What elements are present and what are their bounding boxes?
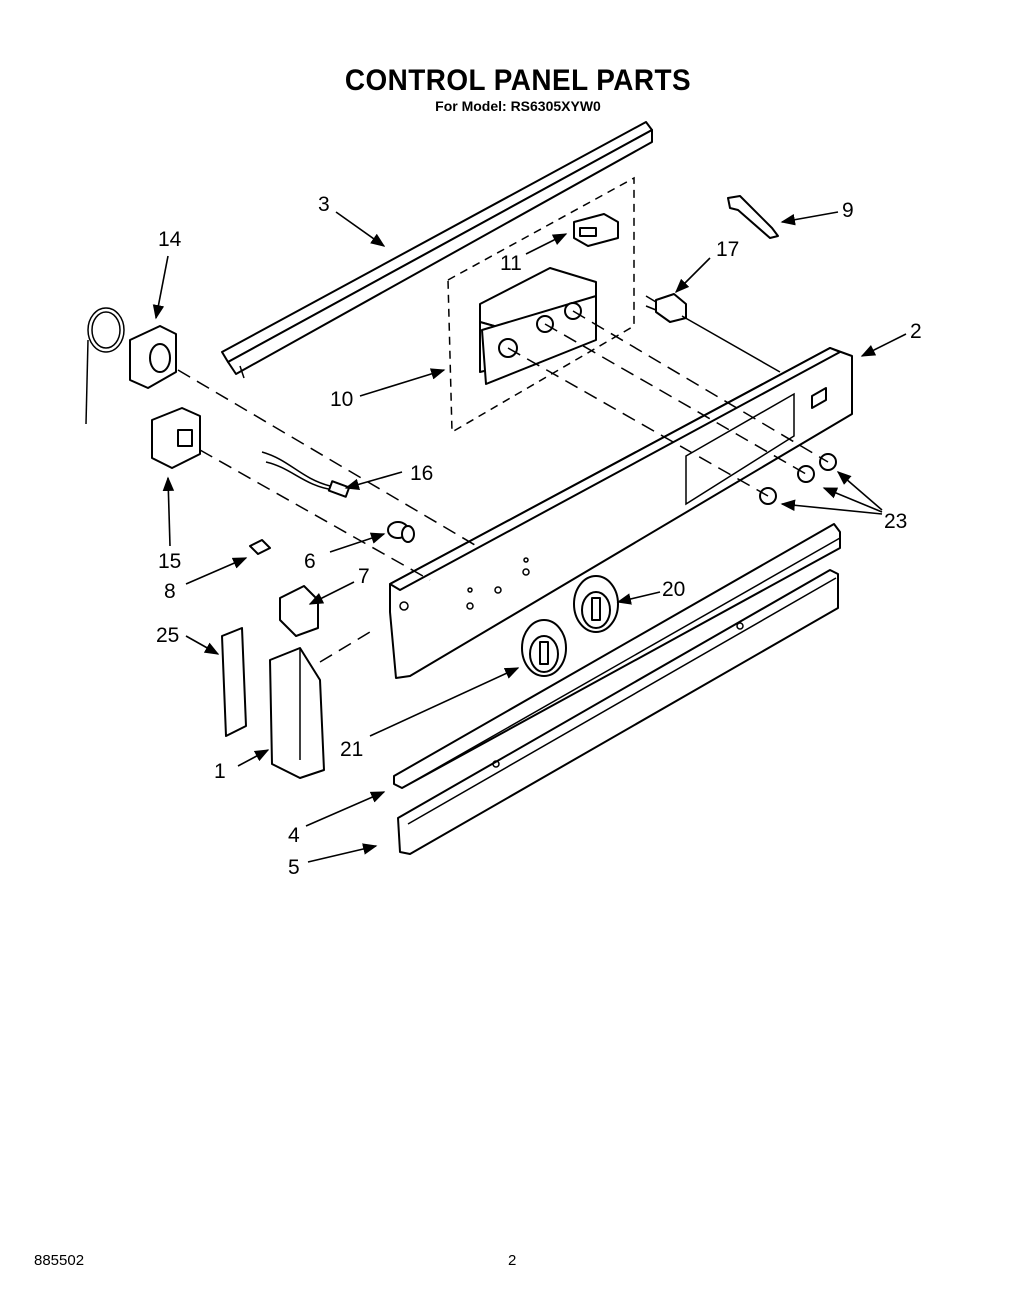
callout-6: 6 <box>304 550 316 573</box>
part-5-trim <box>397 569 839 855</box>
callout-7: 7 <box>358 565 370 588</box>
callout-5: 5 <box>288 856 300 879</box>
callout-25: 25 <box>156 624 179 647</box>
callout-14: 14 <box>158 228 182 251</box>
callout-9: 9 <box>842 199 854 222</box>
callout-8: 8 <box>164 580 176 603</box>
part-23-nuts <box>759 453 837 505</box>
part-11-switch <box>573 213 619 247</box>
callout-20: 20 <box>662 578 685 601</box>
alignment-lines <box>177 310 829 663</box>
part-10-assembly-outline <box>447 176 635 434</box>
callout-10: 10 <box>330 388 353 411</box>
page-title: CONTROL PANEL PARTS <box>344 64 692 97</box>
callout-21: 21 <box>340 738 363 761</box>
part-17-connector <box>645 293 687 323</box>
page-number: 2 <box>508 1252 517 1269</box>
part-4-trim <box>393 523 841 789</box>
callout-23: 23 <box>884 510 907 533</box>
callout-16: 16 <box>410 462 433 485</box>
part-1-end-cap <box>269 647 325 779</box>
part-16-wire-harness <box>261 451 351 498</box>
part-15-switch-block <box>151 407 201 469</box>
callout-15: 15 <box>158 550 181 573</box>
part-25-strip <box>221 627 247 737</box>
callout-3: 3 <box>318 193 330 216</box>
callout-17: 17 <box>716 238 739 261</box>
callout-4: 4 <box>288 824 300 847</box>
leader-arrows <box>152 211 907 863</box>
part-2-control-panel <box>389 347 853 679</box>
part-9-bracket <box>727 195 779 239</box>
document-number: 885502 <box>34 1252 85 1269</box>
part-7-plate <box>279 585 319 637</box>
part-21-knob <box>521 619 567 677</box>
callout-11: 11 <box>500 252 522 275</box>
part-14-thermostat <box>85 307 177 425</box>
model-subtitle: For Model: RS6305XYW0 <box>435 98 601 114</box>
callout-1: 1 <box>214 760 226 783</box>
part-20-knob <box>573 575 619 633</box>
part-10-switch-housing <box>479 267 597 385</box>
part-8-clip <box>249 539 271 555</box>
part-3-trim-strip <box>221 121 653 379</box>
part-6-button <box>387 521 415 543</box>
callout-2: 2 <box>910 320 922 343</box>
